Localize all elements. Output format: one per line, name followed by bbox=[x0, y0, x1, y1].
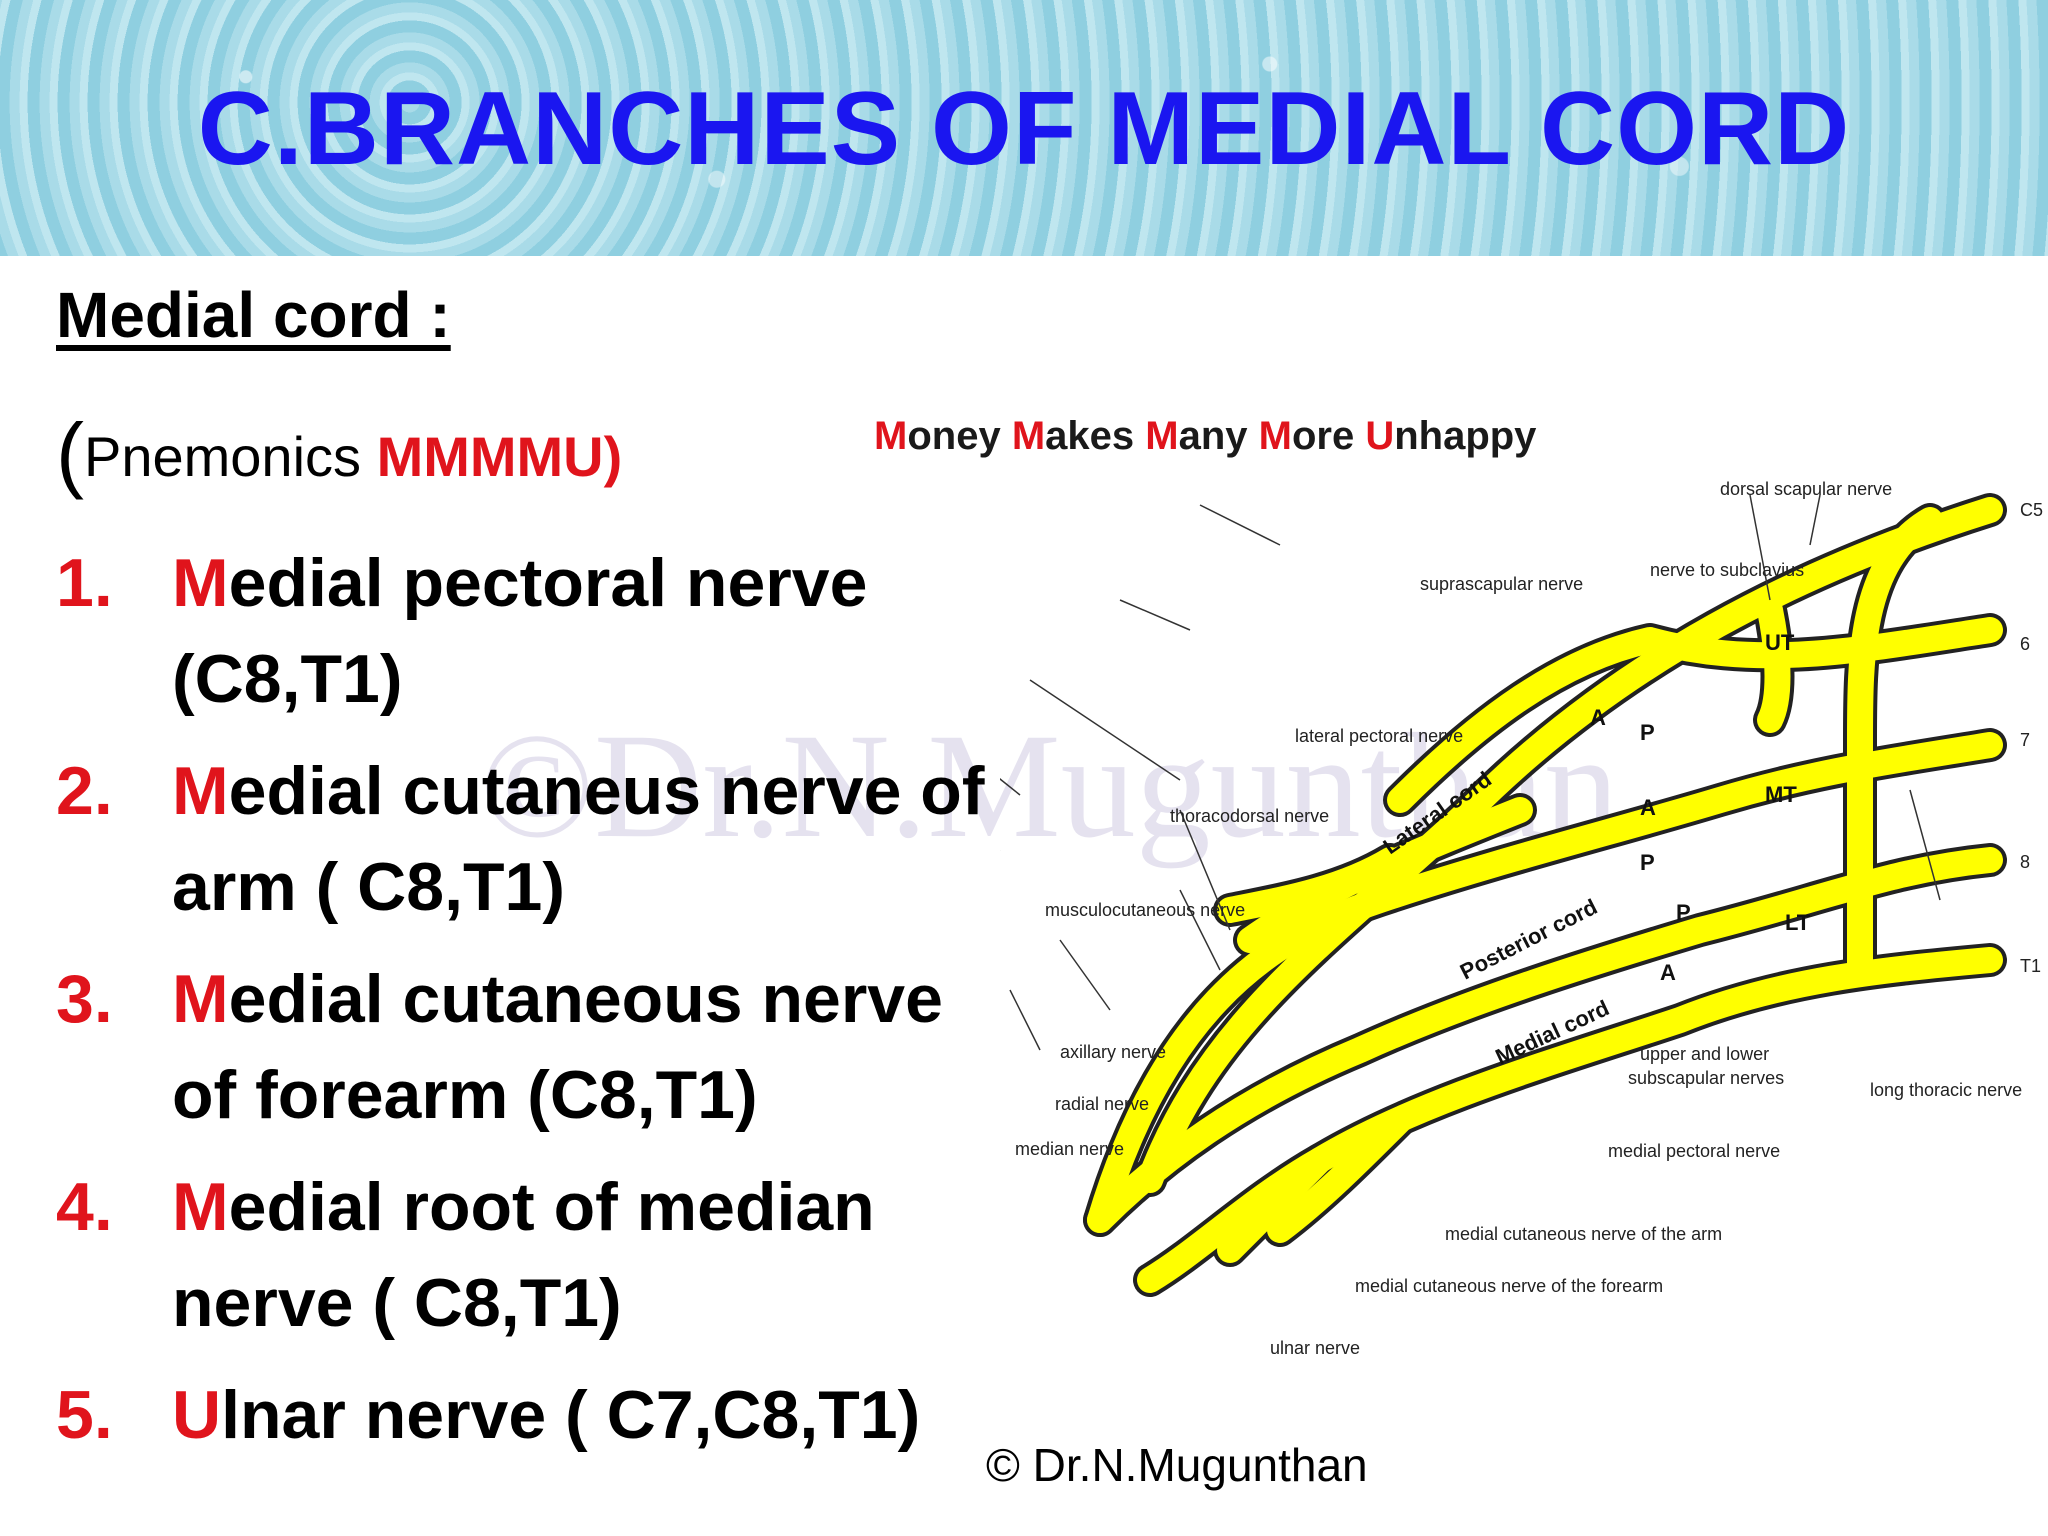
item-text: Medial pectoral nerve (C8,T1) bbox=[172, 535, 1016, 727]
pnemonic-code: MMMMU) bbox=[376, 425, 623, 488]
pnemonic-label: Pnemonics bbox=[83, 425, 377, 488]
brachial-plexus-diagram: dorsal scapular nerve suprascapular nerv… bbox=[1000, 479, 2043, 1358]
slide-title: C.BRANCHES OF MEDIAL CORD bbox=[197, 71, 1851, 187]
division-letter: A bbox=[1590, 705, 1606, 730]
trunk-label: LT bbox=[1785, 910, 1811, 935]
mnemonic-cap: M bbox=[874, 414, 908, 458]
pnemonic-line: (Pnemonics MMMMU) bbox=[56, 405, 622, 502]
item-rest: edial cutaneous nerve of forearm (C8,T1) bbox=[172, 961, 943, 1133]
item-number: 5. bbox=[56, 1377, 113, 1453]
item-first-letter: U bbox=[172, 1377, 222, 1453]
label-axillary: axillary nerve bbox=[1060, 1042, 1166, 1062]
label-thoracodorsal: thoracodorsal nerve bbox=[1170, 806, 1329, 826]
label-median: median nerve bbox=[1015, 1139, 1124, 1159]
mnemonic-phrase: Money Makes Many More Unhappy bbox=[874, 414, 1536, 459]
mnemonic-cap: M bbox=[1011, 414, 1046, 458]
label-dorsal-scapular: dorsal scapular nerve bbox=[1720, 479, 1892, 499]
label-radial: radial nerve bbox=[1055, 1094, 1149, 1114]
root-label: T1 bbox=[2020, 956, 2041, 976]
copyright-notice: © Dr.N.Mugunthan bbox=[986, 1439, 1368, 1491]
trunk-label: UT bbox=[1765, 630, 1795, 655]
item-rest: edial pectoral nerve (C8,T1) bbox=[172, 545, 868, 717]
list-item: 2. Medial cutaneus nerve of arm ( C8,T1) bbox=[56, 743, 1016, 935]
division-letter: P bbox=[1640, 850, 1655, 875]
root-label: 8 bbox=[2020, 852, 2030, 872]
label-mcn-arm: medial cutaneous nerve of the arm bbox=[1445, 1224, 1722, 1244]
item-text: Medial cutaneous nerve of forearm (C8,T1… bbox=[172, 951, 1016, 1143]
item-first-letter: M bbox=[172, 545, 229, 621]
item-number: 3. bbox=[56, 961, 113, 1037]
section-heading: Medial cord : bbox=[56, 279, 451, 351]
item-first-letter: M bbox=[172, 1169, 229, 1245]
list-item: 1. Medial pectoral nerve (C8,T1) bbox=[56, 535, 1016, 727]
list-item: 5. Ulnar nerve ( C7,C8,T1) bbox=[56, 1367, 1016, 1463]
mnemonic-rest: akes bbox=[1045, 414, 1146, 458]
label-suprascapular: suprascapular nerve bbox=[1420, 574, 1583, 594]
mnemonic-rest: any bbox=[1178, 414, 1259, 458]
item-number: 1. bbox=[56, 545, 113, 621]
mnemonic-rest: ore bbox=[1291, 414, 1366, 458]
root-label: 7 bbox=[2020, 730, 2030, 750]
division-letter: P bbox=[1640, 720, 1655, 745]
item-rest: lnar nerve ( C7,C8,T1) bbox=[221, 1377, 921, 1453]
item-first-letter: M bbox=[172, 961, 229, 1037]
item-number: 4. bbox=[56, 1169, 113, 1245]
root-label: 6 bbox=[2020, 634, 2030, 654]
item-rest: edial cutaneus nerve of arm ( C8,T1) bbox=[172, 753, 985, 925]
mnemonic-rest: nhappy bbox=[1394, 414, 1537, 458]
division-letter: A bbox=[1640, 795, 1656, 820]
item-text: Medial cutaneus nerve of arm ( C8,T1) bbox=[172, 743, 1016, 935]
branch-list: 1. Medial pectoral nerve (C8,T1) 2. Medi… bbox=[56, 535, 1016, 1479]
label-lateral-pectoral: lateral pectoral nerve bbox=[1295, 726, 1463, 746]
list-item: 3. Medial cutaneous nerve of forearm (C8… bbox=[56, 951, 1016, 1143]
list-item: 4. Medial root of median nerve ( C8,T1) bbox=[56, 1159, 1016, 1351]
title-banner: C.BRANCHES OF MEDIAL CORD bbox=[0, 0, 2048, 256]
division-letter: A bbox=[1660, 960, 1676, 985]
division-letter: P bbox=[1676, 900, 1691, 925]
mnemonic-rest: oney bbox=[907, 414, 1012, 458]
mnemonic-cap: M bbox=[1145, 414, 1179, 458]
label-subclavius: nerve to subclavius bbox=[1650, 560, 1804, 580]
item-text: Medial root of median nerve ( C8,T1) bbox=[172, 1159, 1016, 1351]
item-first-letter: M bbox=[172, 753, 229, 829]
label-musculocutaneous: musculocutaneous nerve bbox=[1045, 900, 1245, 920]
label-mcn-forearm: medial cutaneous nerve of the forearm bbox=[1355, 1276, 1663, 1296]
mnemonic-cap: M bbox=[1258, 414, 1292, 458]
label-subscapular-line1: upper and lower bbox=[1640, 1044, 1769, 1064]
item-number: 2. bbox=[56, 753, 113, 829]
item-rest: edial root of median nerve ( C8,T1) bbox=[172, 1169, 875, 1341]
leader-lines bbox=[1000, 494, 1941, 1051]
mnemonic-cap: U bbox=[1365, 414, 1395, 458]
trunk-label: MT bbox=[1765, 782, 1797, 807]
label-ulnar: ulnar nerve bbox=[1270, 1338, 1360, 1358]
nerve-fill bbox=[1087, 497, 2003, 1293]
label-subscapular-line2: subscapular nerves bbox=[1628, 1068, 1784, 1088]
item-text: Ulnar nerve ( C7,C8,T1) bbox=[172, 1367, 1016, 1463]
label-medial-pectoral: medial pectoral nerve bbox=[1608, 1141, 1780, 1161]
label-long-thoracic: long thoracic nerve bbox=[1870, 1080, 2022, 1100]
root-label: C5 bbox=[2020, 500, 2043, 520]
pnemonic-open-paren: ( bbox=[56, 406, 84, 500]
